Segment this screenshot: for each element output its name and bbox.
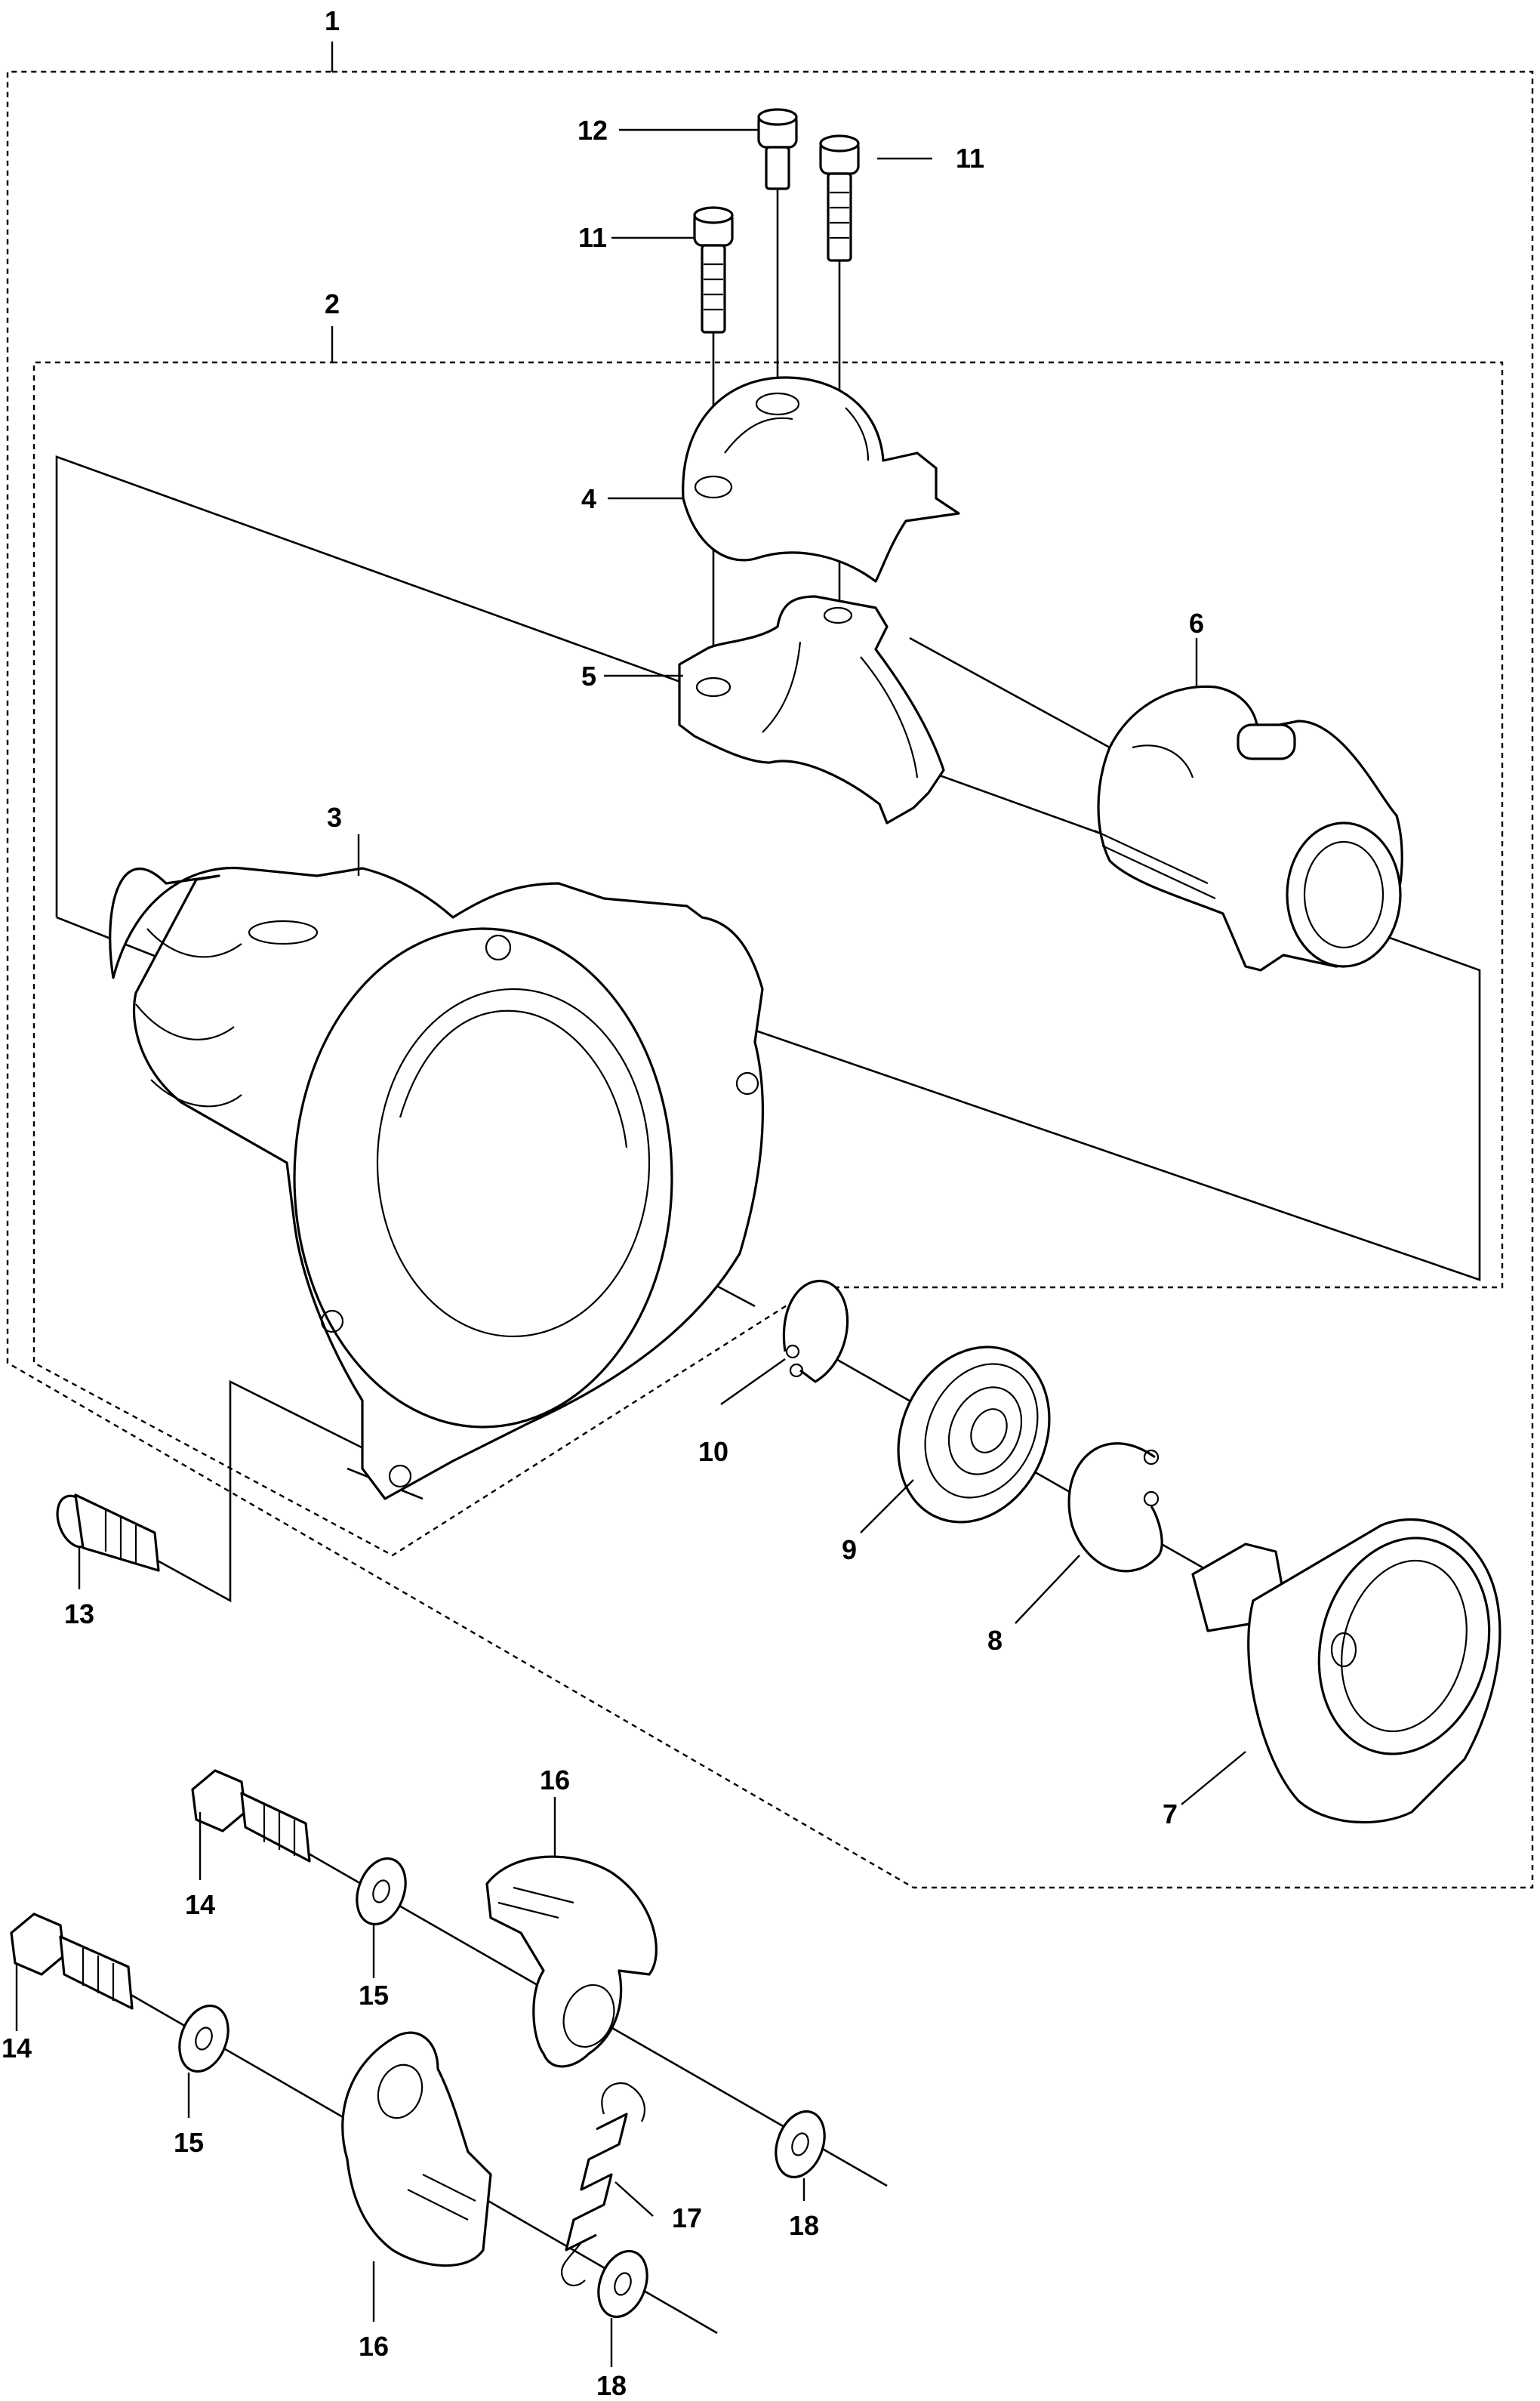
assembly-1-boundary xyxy=(6,70,1534,1889)
spring-17 xyxy=(560,2082,645,2286)
callout-2: 2 xyxy=(325,288,340,319)
callout-leaders xyxy=(15,128,1246,2367)
clamp-upper-4 xyxy=(682,376,960,583)
washer-15-lower xyxy=(178,2004,229,2073)
clutch-shoe-16-lower xyxy=(341,2031,492,2267)
clutch-drum-7 xyxy=(1191,1518,1502,1824)
screw-11-left xyxy=(693,206,734,334)
callout-18-lower: 18 xyxy=(596,2370,627,2401)
screw-11-right xyxy=(819,134,860,262)
bolt-14-lower xyxy=(10,1912,134,2010)
callout-12: 12 xyxy=(578,115,608,146)
callout-8: 8 xyxy=(987,1625,1003,1656)
callout-17: 17 xyxy=(672,2202,702,2233)
callout-4: 4 xyxy=(581,483,596,514)
clutch-shoe-16-upper xyxy=(485,1855,658,2068)
callout-18-upper: 18 xyxy=(789,2210,819,2241)
callout-11-left: 11 xyxy=(578,222,607,253)
washer-18-lower xyxy=(597,2249,648,2319)
callout-5: 5 xyxy=(581,661,596,692)
callout-10: 10 xyxy=(698,1436,728,1467)
callout-14-lower: 14 xyxy=(2,2033,32,2064)
callout-1: 1 xyxy=(325,5,340,36)
bolt-14-upper xyxy=(191,1769,311,1863)
callout-13: 13 xyxy=(64,1598,94,1629)
bearing-9 xyxy=(897,1345,1051,1524)
retaining-ring-8 xyxy=(1067,1442,1163,1573)
callout-16-upper: 16 xyxy=(540,1765,570,1795)
callout-9: 9 xyxy=(842,1534,857,1565)
clutch-housing-3 xyxy=(109,866,765,1500)
callout-7: 7 xyxy=(1163,1798,1178,1829)
callout-15-lower: 15 xyxy=(174,2127,204,2158)
callout-16-lower: 16 xyxy=(359,2331,389,2362)
callout-3: 3 xyxy=(327,802,342,833)
screw-13 xyxy=(56,1493,160,1572)
callout-11-right: 11 xyxy=(956,143,984,174)
washer-15-upper xyxy=(356,1857,407,1926)
callout-6: 6 xyxy=(1189,608,1204,639)
washer-18-upper xyxy=(775,2110,826,2179)
coupling-6 xyxy=(1094,685,1403,972)
circlip-10 xyxy=(782,1279,849,1383)
callout-14-upper: 14 xyxy=(185,1889,215,1920)
screw-12 xyxy=(757,108,798,190)
clamp-lower-5 xyxy=(678,595,945,824)
clamp-to-coupling-axis xyxy=(909,636,1110,749)
callout-15-upper: 15 xyxy=(359,1980,389,2011)
